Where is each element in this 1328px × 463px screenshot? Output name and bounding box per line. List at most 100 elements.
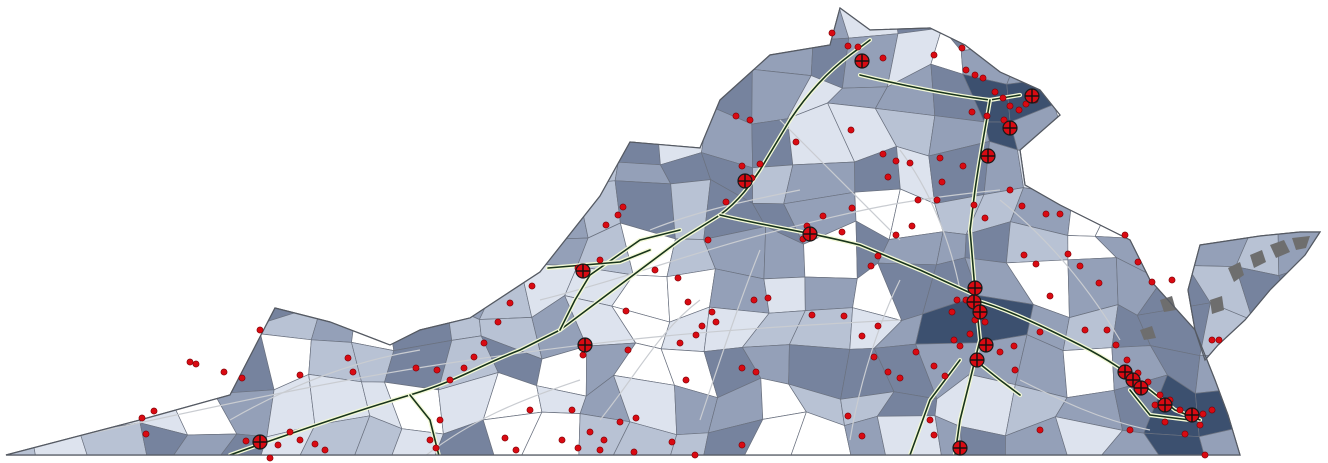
location-point [930,431,938,439]
county-region [1230,8,1284,47]
county-region [30,37,92,75]
location-point [242,437,250,445]
county-region [1281,74,1320,115]
county-region [399,44,440,88]
county-region [1281,113,1320,156]
location-point [996,348,1004,356]
county-region [124,270,187,308]
county-region [396,227,452,281]
location-point [512,446,520,454]
county-region [41,122,91,158]
location-point [1095,279,1103,287]
hub-marker [1157,397,1173,413]
county-region [164,346,225,399]
location-point [186,358,194,366]
interstate-highway [229,39,871,455]
county-region [445,142,496,191]
location-point [1201,451,1209,459]
location-point [704,236,712,244]
county-region [271,112,309,158]
location-point [738,441,746,449]
county-region [269,8,311,34]
county-region [1277,195,1320,226]
county-region [6,142,55,195]
location-point [596,256,604,264]
county-region [1242,36,1295,90]
location-point [712,318,720,326]
location-point [1011,366,1019,374]
county-region [1099,8,1162,47]
county-region [535,109,566,158]
county-region [1181,8,1255,52]
county-region [6,258,60,314]
county-region [1154,78,1187,110]
location-point [844,412,852,420]
county-region [1005,416,1070,455]
county-region [1229,382,1291,429]
county-region [162,265,219,304]
location-point [528,282,536,290]
interstate-highway [859,74,1021,101]
county-region [566,25,632,81]
location-point [296,371,304,379]
county-region [351,415,403,455]
location-point [1036,426,1044,434]
location-point [619,203,627,211]
county-region [76,157,143,206]
location-point [938,178,946,186]
county-region [355,44,402,81]
county-region [82,110,146,159]
location-point [1056,210,1064,218]
location-point [738,364,746,372]
county-region [298,199,361,233]
minor-road [649,189,801,231]
location-point [764,294,772,302]
location-point [879,54,887,62]
location-point [858,332,866,340]
location-point [708,308,716,316]
county-region [84,42,132,86]
county-region [307,152,361,205]
location-point [1081,326,1089,334]
hub-marker [802,226,818,242]
location-point [266,454,274,462]
county-region [208,218,274,267]
county-region [117,230,188,284]
location-point [630,448,638,456]
county-region [802,8,850,41]
county-region [606,110,661,166]
location-point [470,353,478,361]
location-point [879,150,887,158]
county-region [561,157,619,186]
water-patch [1270,240,1290,258]
state-border-main [5,6,1241,456]
location-point [746,116,754,124]
location-point [1151,401,1159,409]
location-point [956,342,964,350]
minor-roads-layer [59,119,1151,455]
location-point [1032,260,1040,268]
county-region [1186,141,1256,203]
location-point [1168,276,1176,284]
location-point [632,414,640,422]
county-region [208,179,272,231]
county-region [359,223,413,274]
county-region [1185,46,1255,89]
location-point [933,196,941,204]
county-region [432,231,501,281]
county-region [132,346,171,399]
location-point [494,318,502,326]
county-region [385,273,448,306]
location-point [460,364,468,372]
water-patch [1292,236,1310,250]
county-region [1106,156,1168,190]
location-point [828,29,836,37]
county-region [167,433,238,455]
location-point [981,214,989,222]
location-point [1015,106,1023,114]
county-region [436,86,501,119]
county-region [118,147,169,206]
location-point [142,430,150,438]
location-point [1020,251,1028,259]
